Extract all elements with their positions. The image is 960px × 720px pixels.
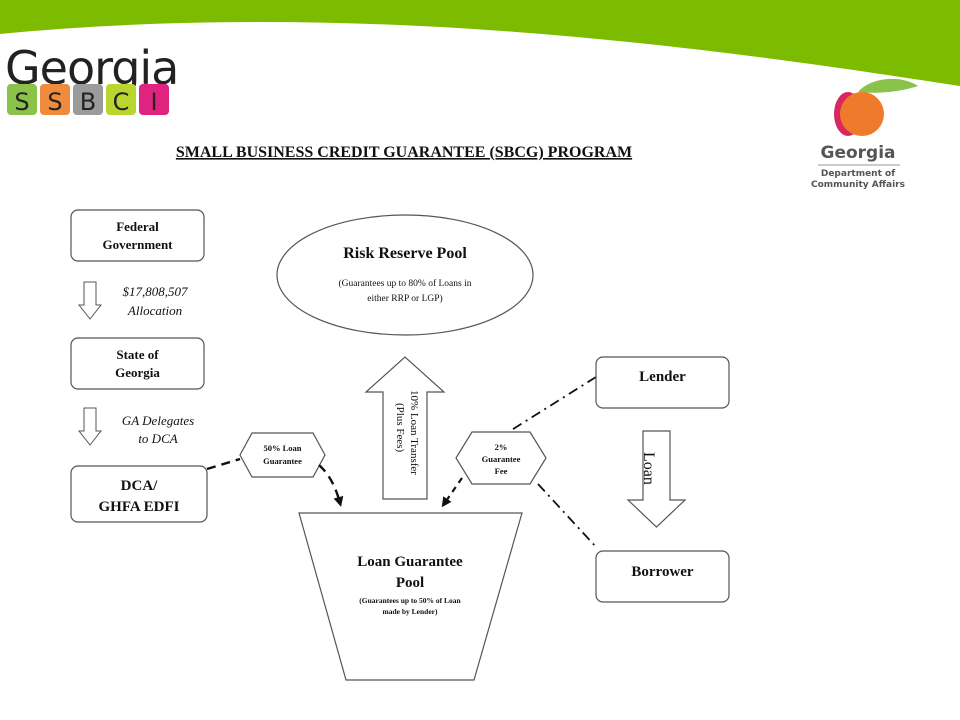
logo-letter-1: S [14,88,29,116]
fee-label-1: 2% [495,442,508,452]
dca-line-2: Community Affairs [811,180,905,190]
loan-guarantee-hexagon [239,432,326,478]
federal-label-1: Federal [116,219,159,234]
state-label-2: Georgia [115,365,160,380]
logo-letter-2: S [47,88,62,116]
pool-sub-2: made by Lender) [383,607,439,616]
lender-box [595,356,730,409]
header-banner [0,0,960,86]
loan-arrow [626,430,687,528]
dca-word: Georgia [820,143,895,163]
dca-logo: Georgia Department of Community Affairs [811,78,918,190]
hexagon-50-label-2: Guarantee [263,456,302,466]
transfer-label-1: 10% Loan Transfer [408,390,420,475]
allocation-label: Allocation [127,303,182,318]
borrower-to-fee-connector [537,483,598,549]
pool-title-2: Pool [396,575,424,591]
logo-letter-5: I [150,88,157,116]
fee-label-2: Guarantee [482,454,521,464]
dca-to-hexagon-connector [206,457,241,471]
risk-reserve-pool [276,214,534,336]
peach-icon [840,92,884,136]
fee-label-3: Fee [495,466,508,476]
pool-title-1: Loan Guarantee [357,554,463,570]
loan-transfer-arrow [364,356,446,500]
fee-to-pool-arrow [441,477,463,508]
logo-tile-3 [73,84,103,115]
delegates-label-2: to DCA [138,431,177,446]
dca-line-1: Department of [821,169,895,179]
dca-ghfa-box [70,465,208,523]
risk-reserve-sub-1: (Guarantees up to 80% of Loans in [339,278,472,289]
delegates-label-1: GA Delegates [122,413,194,428]
dca-box-label-2: GHFA EDFI [99,499,180,515]
logo-letter-3: B [80,88,96,116]
diagram-title: SMALL BUSINESS CREDIT GUARANTEE (SBCG) P… [176,144,632,161]
state-of-georgia-box [70,337,205,390]
borrower-box [595,550,730,603]
loan-guarantee-pool [298,512,523,681]
risk-reserve-title: Risk Reserve Pool [343,245,467,262]
logo-tile-2 [40,84,70,115]
logo-tile-1 [7,84,37,115]
federal-label-2: Government [102,237,173,252]
federal-government-box [70,209,205,262]
pool-sub-1: (Guarantees up to 50% of Loan [359,596,461,605]
risk-reserve-sub-2: either RRP or LGP) [367,293,442,304]
dca-box-label-1: DCA/ [121,478,158,494]
down-arrow-icon [77,407,103,446]
ssbci-logo: Georgia S S B C I [5,41,179,116]
state-label-1: State of [116,347,159,362]
logo-letter-4: C [113,88,130,116]
hexagon-to-pool-arrow [318,464,344,507]
lender-to-fee-connector [509,376,597,432]
loan-label: Loan [640,452,657,485]
hexagon-50-label-1: 50% Loan [263,443,301,453]
down-arrow-icon [77,281,103,320]
allocation-amount: $17,808,507 [123,284,189,299]
guarantee-fee-hexagon [455,431,547,485]
borrower-label: Borrower [631,564,694,580]
peach-leaf-icon [858,78,918,93]
logo-tile-5 [139,84,169,115]
transfer-label-2: (Plus Fees) [394,403,406,453]
logo-tile-4 [106,84,136,115]
lender-label: Lender [639,369,686,385]
